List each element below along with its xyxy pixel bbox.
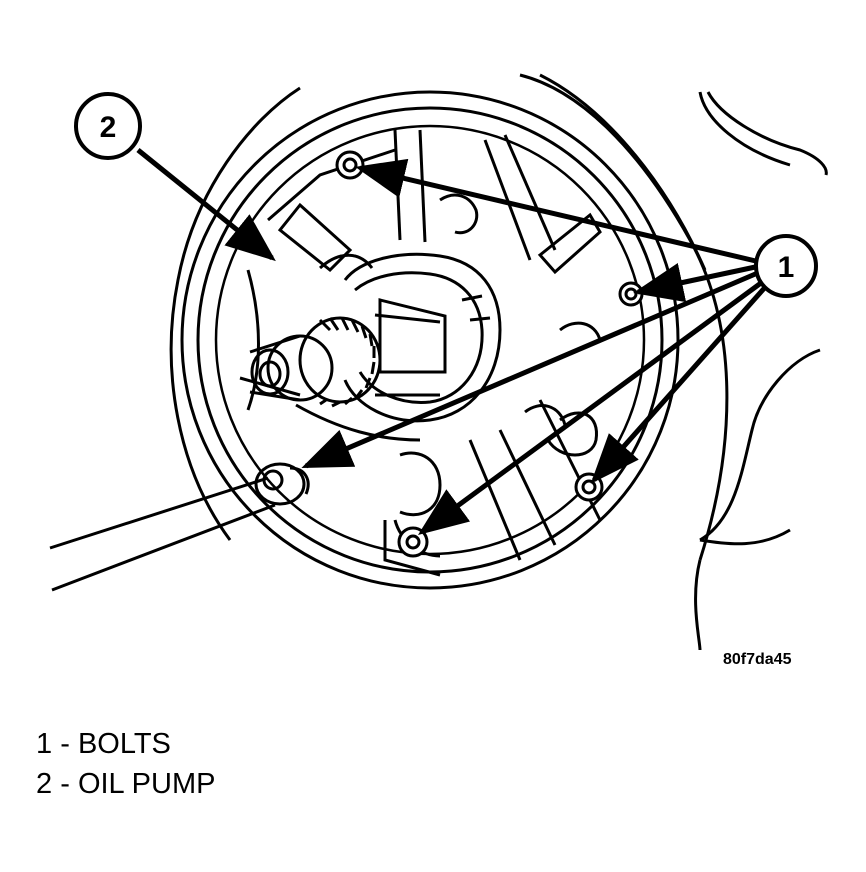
legend-item-number: 1 bbox=[36, 728, 53, 760]
legend-item-label: OIL PUMP bbox=[77, 768, 216, 800]
oil-pump-leader-arrow bbox=[136, 148, 276, 262]
callout-oil-pump-number: 2 bbox=[100, 111, 117, 144]
legend-separator: - bbox=[60, 768, 70, 800]
legend-item-number: 2 bbox=[36, 768, 53, 800]
figure-code: 80f7da45 bbox=[723, 651, 792, 668]
oil-pump-body bbox=[180, 90, 680, 590]
callout-bolts-number: 1 bbox=[778, 251, 795, 284]
input-shaft bbox=[249, 313, 441, 408]
legend: 1 - BOLTS 2 - OIL PUMP bbox=[36, 724, 215, 804]
callout-oil-pump: 2 bbox=[74, 92, 142, 160]
legend-separator: - bbox=[60, 728, 70, 760]
bolt-leader-arrows bbox=[301, 158, 770, 535]
legend-item: 2 - OIL PUMP bbox=[36, 764, 215, 804]
bolt-bottom bbox=[397, 526, 429, 558]
slide-hammer-tool bbox=[49, 462, 310, 592]
housing-contours bbox=[169, 73, 828, 651]
legend-item: 1 - BOLTS bbox=[36, 724, 215, 764]
bolt-top bbox=[335, 150, 365, 180]
legend-item-label: BOLTS bbox=[77, 728, 171, 760]
bolt-heads bbox=[335, 150, 644, 558]
callout-bolts: 1 bbox=[754, 234, 818, 298]
